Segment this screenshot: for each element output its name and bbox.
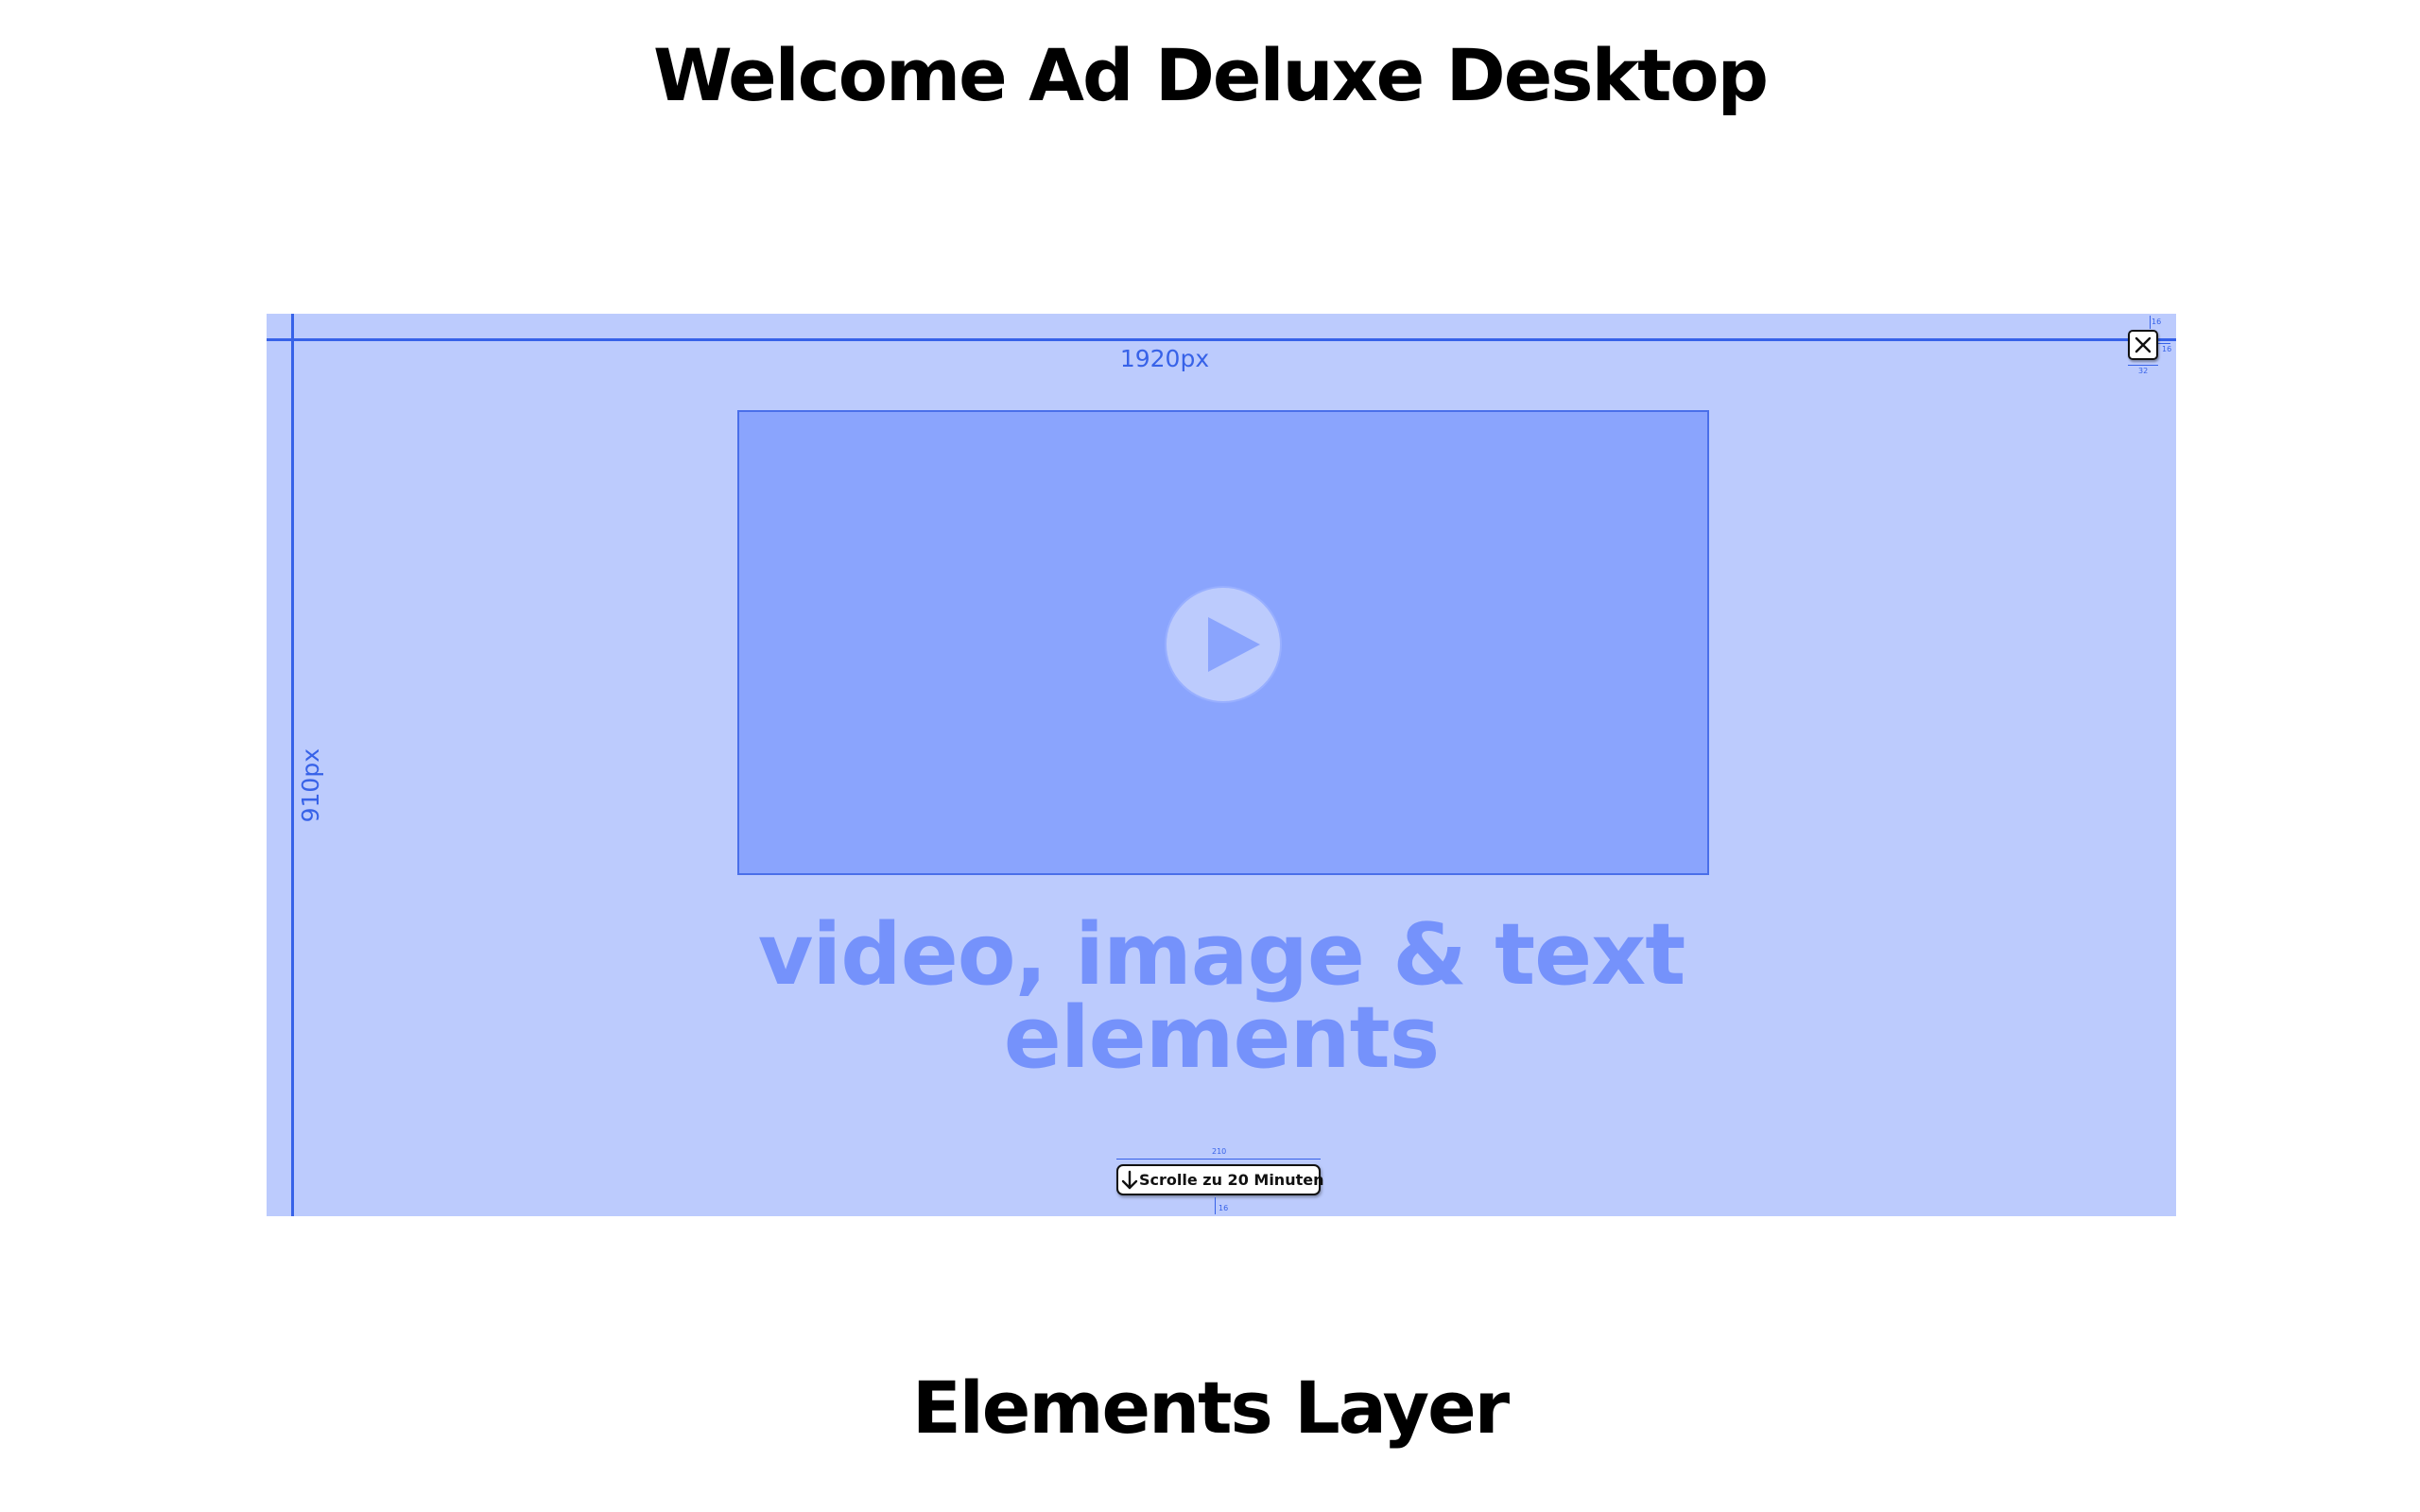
height-guide-line bbox=[291, 314, 294, 1216]
scroll-button-label: Scrolle zu 20 Minuten bbox=[1139, 1171, 1324, 1189]
play-button[interactable] bbox=[1165, 586, 1282, 703]
content-label-line1: video, image & text bbox=[757, 905, 1685, 1005]
height-dimension-label: 910px bbox=[297, 748, 324, 823]
close-size-dim-label: 32 bbox=[2138, 367, 2149, 375]
ad-canvas: 1920px 910px video, image & text element… bbox=[267, 314, 2176, 1216]
play-icon bbox=[1208, 617, 1260, 672]
scroll-width-dim-line bbox=[1116, 1159, 1321, 1160]
page-title: Welcome Ad Deluxe Desktop bbox=[652, 33, 1769, 117]
width-guide-line bbox=[267, 338, 2176, 341]
close-top-dim-label: 16 bbox=[2152, 318, 2162, 326]
close-button[interactable] bbox=[2128, 330, 2158, 360]
scroll-bottom-dim-label: 16 bbox=[1219, 1204, 1229, 1212]
section-title: Elements Layer bbox=[911, 1366, 1510, 1450]
scroll-width-dim-label: 210 bbox=[1212, 1147, 1227, 1156]
content-placeholder-text: video, image & text elements bbox=[267, 905, 2176, 1088]
close-right-dim-label: 16 bbox=[2162, 345, 2172, 353]
content-label-line2: elements bbox=[1003, 988, 1440, 1088]
close-right-dim-line bbox=[2155, 343, 2170, 344]
width-dimension-label: 1920px bbox=[1119, 345, 1210, 372]
media-placeholder bbox=[737, 410, 1709, 875]
close-icon bbox=[2135, 336, 2152, 353]
scroll-button[interactable]: Scrolle zu 20 Minuten bbox=[1116, 1164, 1324, 1195]
close-size-dim-line bbox=[2128, 365, 2158, 366]
close-top-dim-line bbox=[2150, 316, 2151, 329]
scroll-bottom-dim-line bbox=[1215, 1197, 1216, 1214]
arrow-down-icon bbox=[1120, 1168, 1139, 1193]
